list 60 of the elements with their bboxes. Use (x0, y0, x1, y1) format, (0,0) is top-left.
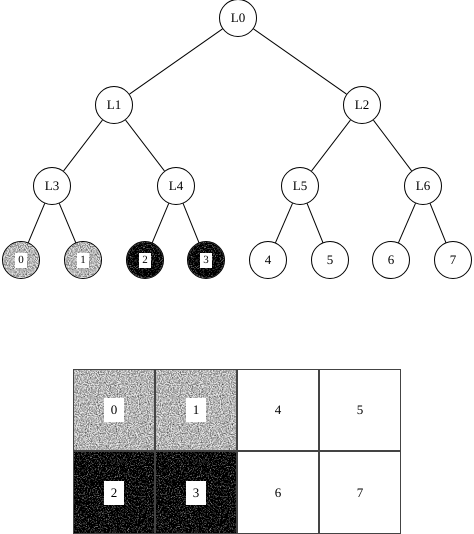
grid-cell (73, 451, 155, 534)
tree-edge (152, 203, 170, 243)
grid-cell (73, 369, 155, 451)
tree-node (434, 241, 472, 279)
tree-node (249, 241, 287, 279)
tree-edge (398, 202, 416, 244)
grid-cell (155, 369, 237, 451)
grid-cell (319, 451, 401, 534)
index-label: 3 (200, 252, 212, 268)
grid-cell (155, 451, 237, 534)
node-label: 7 (450, 252, 456, 268)
tree-edge (63, 120, 103, 172)
tree-node (281, 167, 319, 205)
tree-node (404, 167, 442, 205)
index-label: 0 (15, 252, 27, 268)
tree-edge (129, 28, 223, 95)
tree-node (372, 241, 410, 279)
tree-edge (58, 203, 76, 243)
tree-edge (430, 203, 446, 243)
node-label: 4 (274, 402, 282, 418)
tree-edge (275, 202, 293, 244)
tree-edge (28, 203, 46, 243)
node-label: L2 (354, 97, 370, 113)
tree-node (126, 241, 164, 279)
tree-node (311, 241, 349, 279)
tree-node (33, 167, 71, 205)
tree-node (2, 241, 40, 279)
tree-node (187, 241, 225, 279)
index-label: 2 (104, 480, 124, 504)
tree-node (95, 86, 133, 124)
tree-edge (125, 120, 165, 172)
node-label: 4 (264, 252, 272, 268)
index-label: 1 (186, 398, 206, 422)
tree-edge (311, 120, 351, 172)
node-label: L3 (44, 178, 60, 194)
tree-edge (182, 203, 200, 243)
index-label: 1 (77, 252, 89, 268)
tree-edge (253, 28, 347, 95)
tree-node (343, 86, 381, 124)
grid-cell (237, 369, 319, 451)
node-label: L5 (292, 178, 308, 194)
node-label: 7 (356, 484, 364, 500)
index-label: 0 (104, 398, 124, 422)
tree-edge (306, 203, 324, 243)
node-label: L1 (106, 97, 122, 113)
tree-node (219, 0, 257, 37)
grid-cell (319, 369, 401, 451)
node-label: 5 (326, 252, 334, 268)
node-label: 6 (274, 484, 282, 500)
node-label: L0 (230, 10, 246, 26)
tree-edge (372, 120, 412, 172)
tree-node (157, 167, 195, 205)
node-label: 5 (356, 402, 364, 418)
node-label: L4 (168, 178, 184, 194)
tree-node (64, 241, 102, 279)
node-label: L6 (416, 178, 430, 194)
index-label: 2 (139, 252, 151, 268)
index-label: 3 (186, 480, 206, 504)
grid-cell (237, 451, 319, 534)
node-label: 6 (388, 252, 394, 268)
